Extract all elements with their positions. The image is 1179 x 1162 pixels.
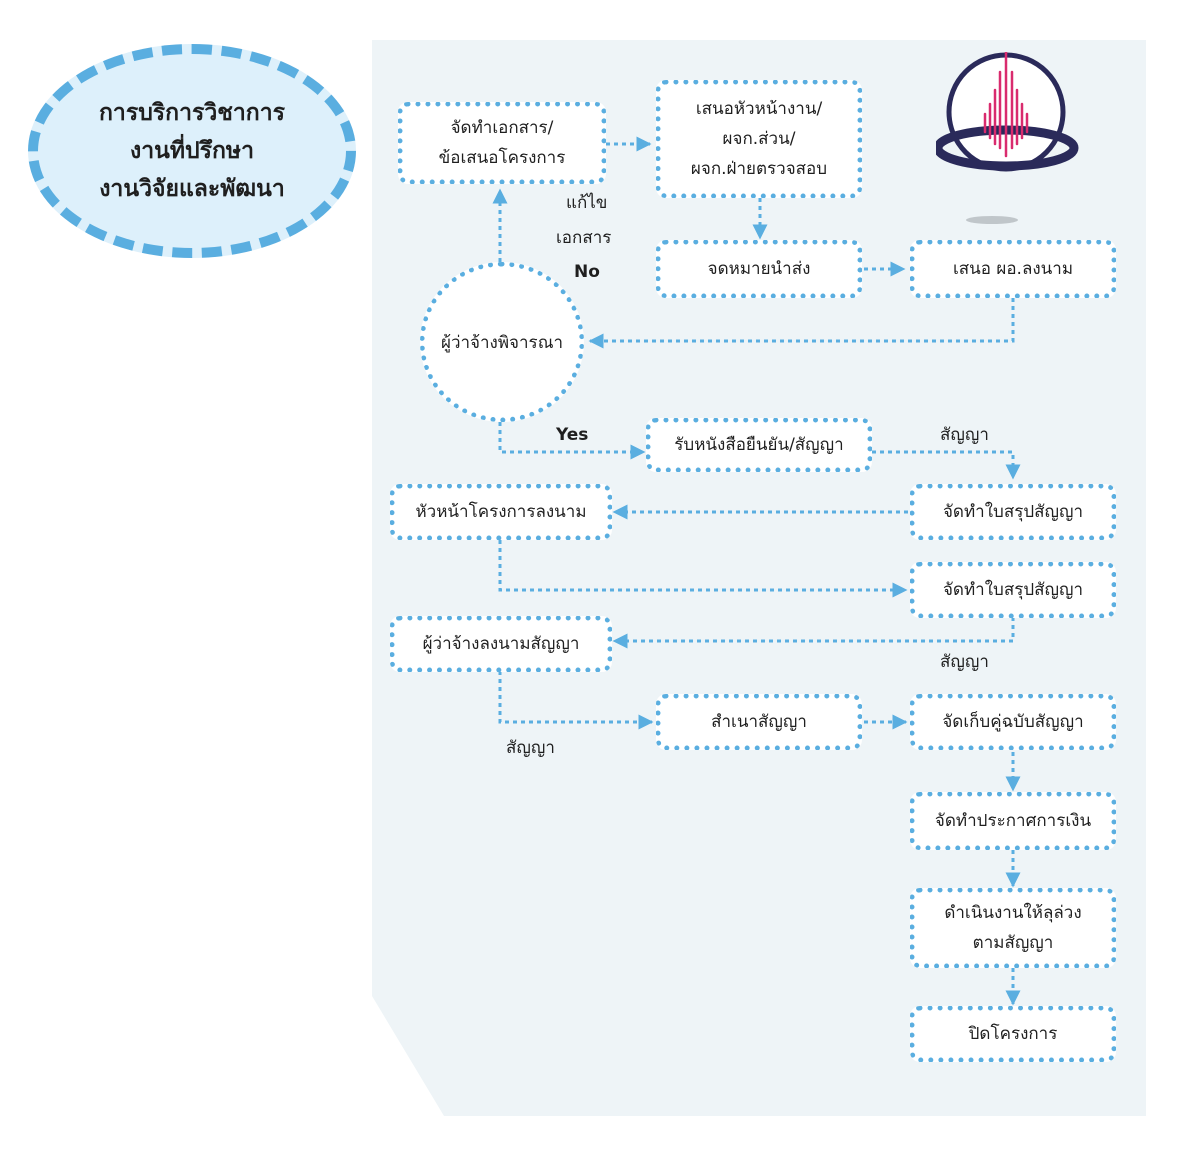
node-cover-letter: จดหมายนำส่ง (656, 240, 862, 298)
node-copy-contract: สำเนาสัญญา (656, 694, 862, 750)
node-prepare-documents-line-2: ข้อเสนอโครงการ (438, 148, 566, 168)
node-contract-summary-2: จัดทำใบสรุปสัญญา (910, 562, 1116, 618)
title-line-1: การบริการวิชาการ (99, 100, 285, 126)
label-revise-line-2: เอกสาร (556, 228, 612, 248)
node-store-original-label: จัดเก็บคู่ฉบับสัญญา (942, 712, 1084, 732)
node-execute-work-line-1: ดำเนินงานให้ลุล่วง (944, 903, 1082, 923)
title-badge: การบริการวิชาการ งานที่ปรึกษา งานวิจัยแล… (28, 44, 356, 258)
node-client-sign: ผู้ว่าจ้างลงนามสัญญา (390, 616, 612, 672)
node-contract-summary-2-label: จัดทำใบสรุปสัญญา (942, 580, 1084, 600)
decision-client-review: ผู้ว่าจ้างพิจารณา (420, 262, 584, 422)
node-project-head-sign-label: หัวหน้าโครงการลงนาม (415, 502, 587, 522)
node-director-sign: เสนอ ผอ.ลงนาม (910, 240, 1116, 298)
node-present-heads-line-2: ผจก.ส่วน/ (722, 129, 796, 149)
node-cover-letter-label: จดหมายนำส่ง (707, 259, 811, 279)
label-revise-line-1: แก้ไข (566, 193, 608, 213)
node-financial-notice-label: จัดทำประกาศการเงิน (934, 811, 1092, 831)
arrow-head-sign-to-summary2 (498, 540, 908, 598)
node-present-heads: เสนอหัวหน้างาน/ ผจก.ส่วน/ ผจก.ฝ่ายตรวจสอ… (656, 80, 862, 198)
node-prepare-documents: จัดทำเอกสาร/ ข้อเสนอโครงการ (398, 102, 606, 184)
node-prepare-documents-line-1: จัดทำเอกสาร/ (450, 118, 554, 138)
node-client-sign-label: ผู้ว่าจ้างลงนามสัญญา (422, 634, 580, 654)
label-no: No (574, 262, 600, 282)
node-close-project-label: ปิดโครงการ (968, 1024, 1058, 1044)
node-close-project: ปิดโครงการ (910, 1006, 1116, 1062)
label-contract-2: สัญญา (940, 652, 989, 672)
node-store-original: จัดเก็บคู่ฉบับสัญญา (910, 694, 1116, 750)
label-contract-1: สัญญา (940, 425, 989, 445)
organization-logo (936, 52, 1079, 224)
node-receive-confirmation: รับหนังสือยืนยัน/สัญญา (646, 418, 872, 472)
node-present-heads-line-3: ผจก.ฝ่ายตรวจสอบ (690, 159, 828, 179)
node-contract-summary-1: จัดทำใบสรุปสัญญา (910, 484, 1116, 540)
node-execute-work: ดำเนินงานให้ลุล่วง ตามสัญญา (910, 888, 1116, 968)
arrow-summary2-to-client-sign (612, 617, 1015, 649)
label-yes: Yes (556, 425, 589, 445)
label-contract-3: สัญญา (506, 738, 555, 758)
node-receive-confirmation-label: รับหนังสือยืนยัน/สัญญา (674, 435, 844, 455)
node-contract-summary-1-label: จัดทำใบสรุปสัญญา (942, 502, 1084, 522)
node-present-heads-line-1: เสนอหัวหน้างาน/ (695, 99, 823, 119)
title-line-2: งานที่ปรึกษา (130, 138, 254, 164)
node-execute-work-line-2: ตามสัญญา (972, 933, 1054, 953)
title-line-3: งานวิจัยและพัฒนา (99, 176, 285, 202)
node-financial-notice: จัดทำประกาศการเงิน (910, 792, 1116, 850)
node-director-sign-label: เสนอ ผอ.ลงนาม (952, 259, 1074, 279)
decision-client-review-label: ผู้ว่าจ้างพิจารณา (440, 332, 564, 353)
arrow-receive-to-summary (872, 450, 1021, 480)
node-project-head-sign: หัวหน้าโครงการลงนาม (390, 484, 612, 540)
arrow-director-to-review (588, 298, 1015, 349)
arrow-review-yes-to-receive (498, 422, 646, 460)
arrow-client-sign-to-copy (498, 671, 654, 730)
node-copy-contract-label: สำเนาสัญญา (711, 712, 807, 732)
